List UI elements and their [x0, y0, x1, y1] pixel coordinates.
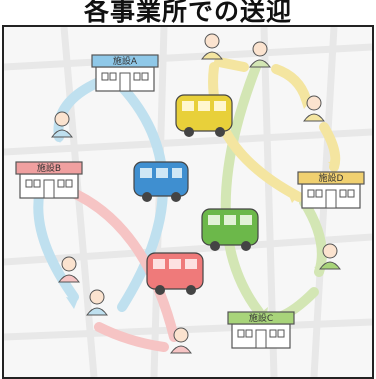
van-icon	[146, 252, 204, 295]
building-icon	[91, 54, 159, 92]
diagram-frame: 施設A 施設B 施設C	[2, 25, 374, 379]
van-icon	[175, 94, 233, 137]
person-icon	[303, 95, 325, 122]
person-icon	[58, 256, 80, 283]
van-icon	[201, 208, 259, 251]
facility-d: 施設D	[297, 171, 365, 209]
person-icon	[249, 41, 271, 68]
facility-d-label: 施設D	[319, 172, 344, 184]
facility-a-label: 施設A	[113, 55, 138, 67]
person-icon	[201, 33, 223, 60]
person-icon	[170, 327, 192, 354]
person-icon	[319, 243, 341, 270]
facility-c: 施設C	[227, 311, 295, 349]
facility-a: 施設A	[91, 54, 159, 92]
building-icon	[227, 311, 295, 349]
transport-diagram: 施設A 施設B 施設C	[4, 27, 372, 377]
facility-c-label: 施設C	[249, 312, 273, 324]
facility-b: 施設B	[15, 161, 83, 199]
person-icon	[51, 111, 73, 138]
red-route	[54, 182, 179, 352]
building-icon	[297, 171, 365, 209]
page-title: 各事業所での送迎	[83, 0, 292, 26]
facility-b-label: 施設B	[37, 162, 61, 174]
person-icon	[86, 289, 108, 316]
van-icon	[133, 161, 189, 202]
building-icon	[15, 161, 83, 199]
